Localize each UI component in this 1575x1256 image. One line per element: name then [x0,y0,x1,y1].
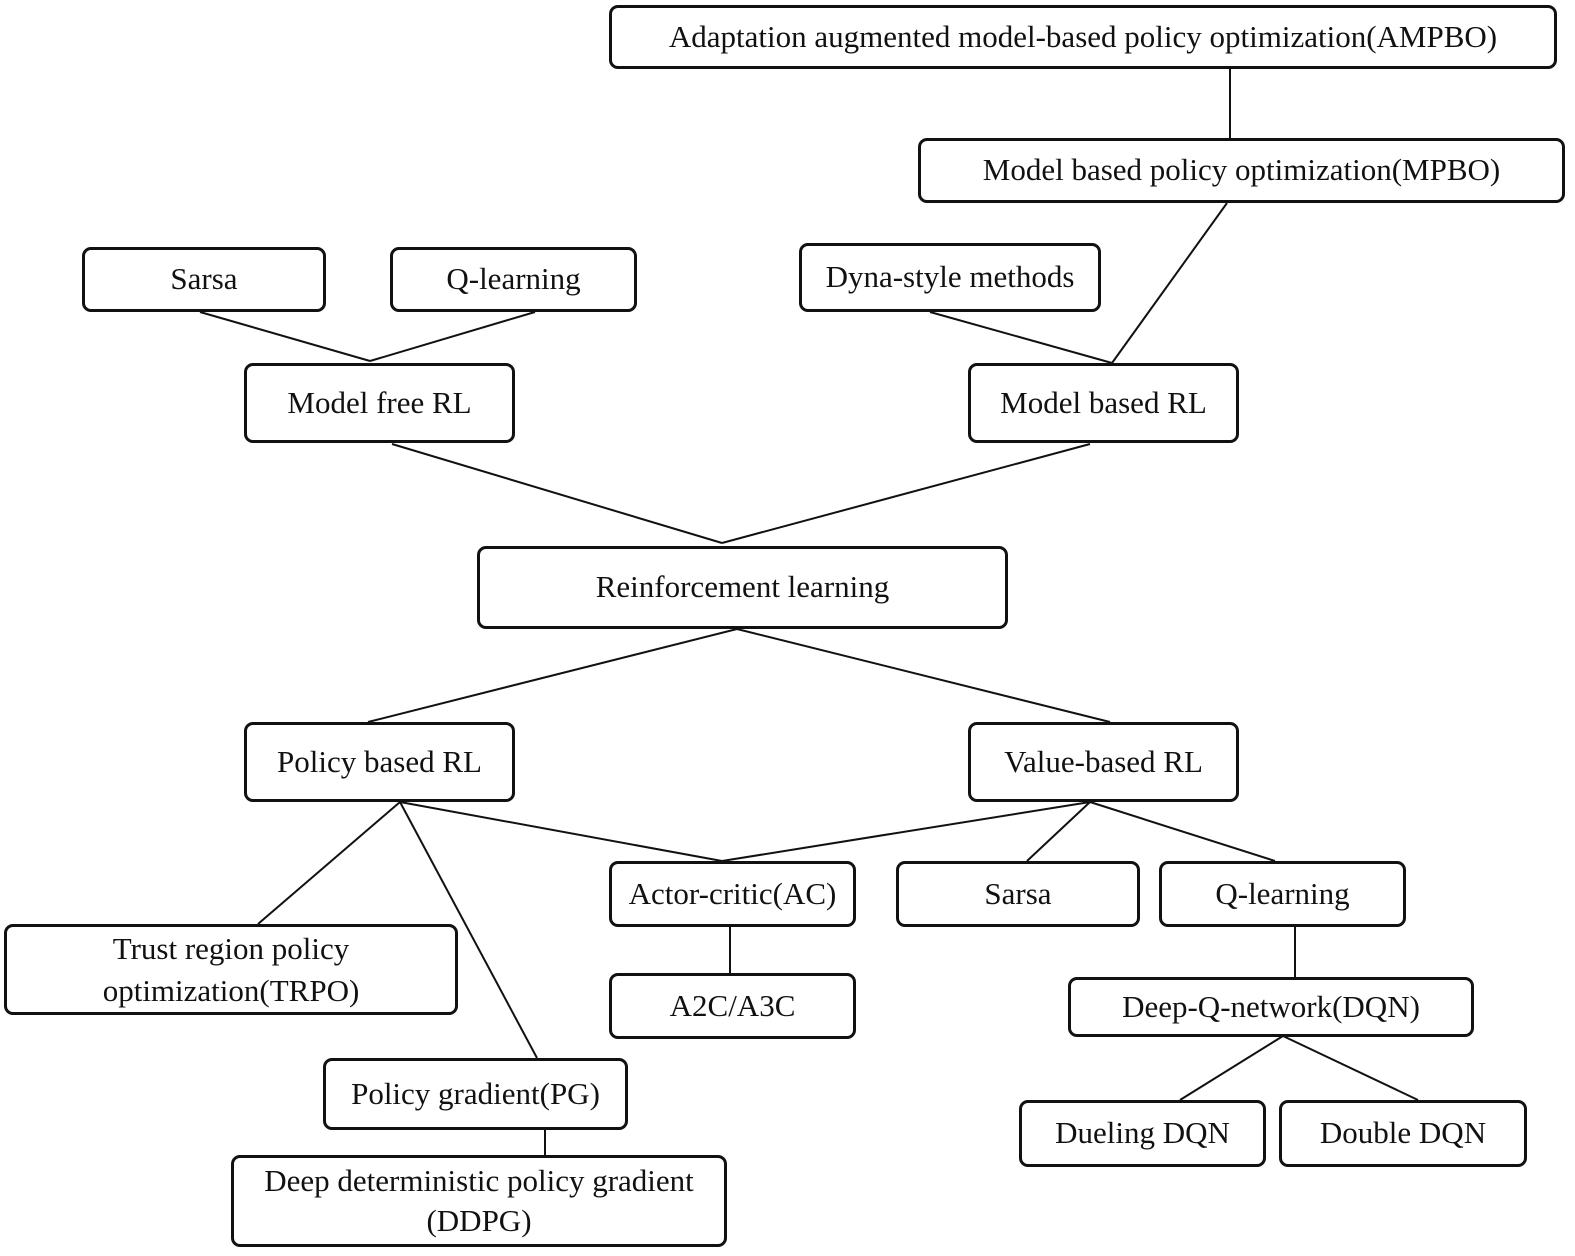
node-ddpg-line2: (DDPG) [426,1203,532,1238]
node-dyna-style: Dyna-style methods [799,243,1101,312]
node-policy-gradient-label: Policy gradient(PG) [351,1075,600,1111]
node-ampbo-label: Adaptation augmented model-based policy … [668,18,1498,54]
node-qlearning-bottom-label: Q-learning [1215,875,1350,911]
node-policy-based-rl: Policy based RL [244,722,515,802]
node-model-based-rl-label: Model based RL [1000,384,1207,420]
node-ddpg-line1: Deep deterministic policy gradient [264,1162,694,1198]
node-reinforcement-learning-label: Reinforcement learning [595,569,890,605]
edge-value-based-ac [721,801,1091,862]
edge-value-based-qlearning [1089,801,1276,862]
node-qlearning-top: Q-learning [390,247,637,312]
node-reinforcement-learning: Reinforcement learning [477,546,1008,629]
edge-value-based-sarsa [1026,801,1091,862]
node-mpbo-label: Model based policy optimization(MPBO) [982,152,1501,188]
edge-policy-based-pg [399,801,538,1059]
node-a2c-a3c: A2C/A3C [609,973,856,1039]
edge-model-free-rl [391,443,723,544]
edge-model-based-rl [721,443,1091,544]
node-value-based-rl: Value-based RL [968,722,1239,802]
edge-rl-policy-based [367,628,738,723]
edge-dqn-dueling [1179,1035,1284,1101]
edge-dyna-model-based [929,311,1113,364]
node-qlearning-bottom: Q-learning [1159,861,1406,927]
node-model-free-rl-label: Model free RL [287,384,472,420]
node-model-free-rl: Model free RL [244,363,515,443]
node-value-based-rl-label: Value-based RL [1004,743,1203,779]
node-sarsa-bottom: Sarsa [896,861,1140,927]
node-a2c-a3c-label: A2C/A3C [669,987,796,1023]
node-sarsa-bottom-label: Sarsa [984,875,1052,911]
node-trpo-line1: Trust region policy [112,930,350,966]
node-dueling-dqn: Dueling DQN [1019,1100,1266,1167]
node-actor-critic: Actor-critic(AC) [609,861,856,927]
edge-dqn-double [1282,1035,1419,1101]
edge-policy-based-trpo [257,801,401,925]
node-double-dqn: Double DQN [1279,1100,1527,1167]
node-dueling-dqn-label: Dueling DQN [1055,1115,1230,1151]
node-qlearning-top-label: Q-learning [446,261,581,297]
node-sarsa-top-label: Sarsa [170,261,238,297]
node-model-based-rl: Model based RL [968,363,1239,443]
node-mpbo: Model based policy optimization(MPBO) [918,138,1565,203]
edge-rl-value-based [736,628,1111,723]
node-dyna-style-label: Dyna-style methods [825,259,1075,295]
edge-mpbo-model-based [1111,202,1228,364]
node-policy-gradient: Policy gradient(PG) [323,1058,628,1130]
node-ampbo: Adaptation augmented model-based policy … [609,5,1557,69]
node-policy-based-rl-label: Policy based RL [277,743,482,779]
node-ddpg: Deep deterministic policy gradient (DDPG… [231,1155,727,1247]
node-double-dqn-label: Double DQN [1319,1115,1487,1151]
node-actor-critic-label: Actor-critic(AC) [628,875,837,911]
edge-sarsa-model-free [199,311,371,362]
node-trpo: Trust region policy optimization(TRPO) [4,924,458,1015]
node-dqn-label: Deep-Q-network(DQN) [1122,988,1420,1024]
node-trpo-line2: optimization(TRPO) [102,972,360,1008]
node-dqn: Deep-Q-network(DQN) [1068,977,1474,1037]
edge-policy-based-ac [399,801,723,862]
node-sarsa-top: Sarsa [82,247,326,312]
edge-qlearning-model-free [369,311,536,362]
